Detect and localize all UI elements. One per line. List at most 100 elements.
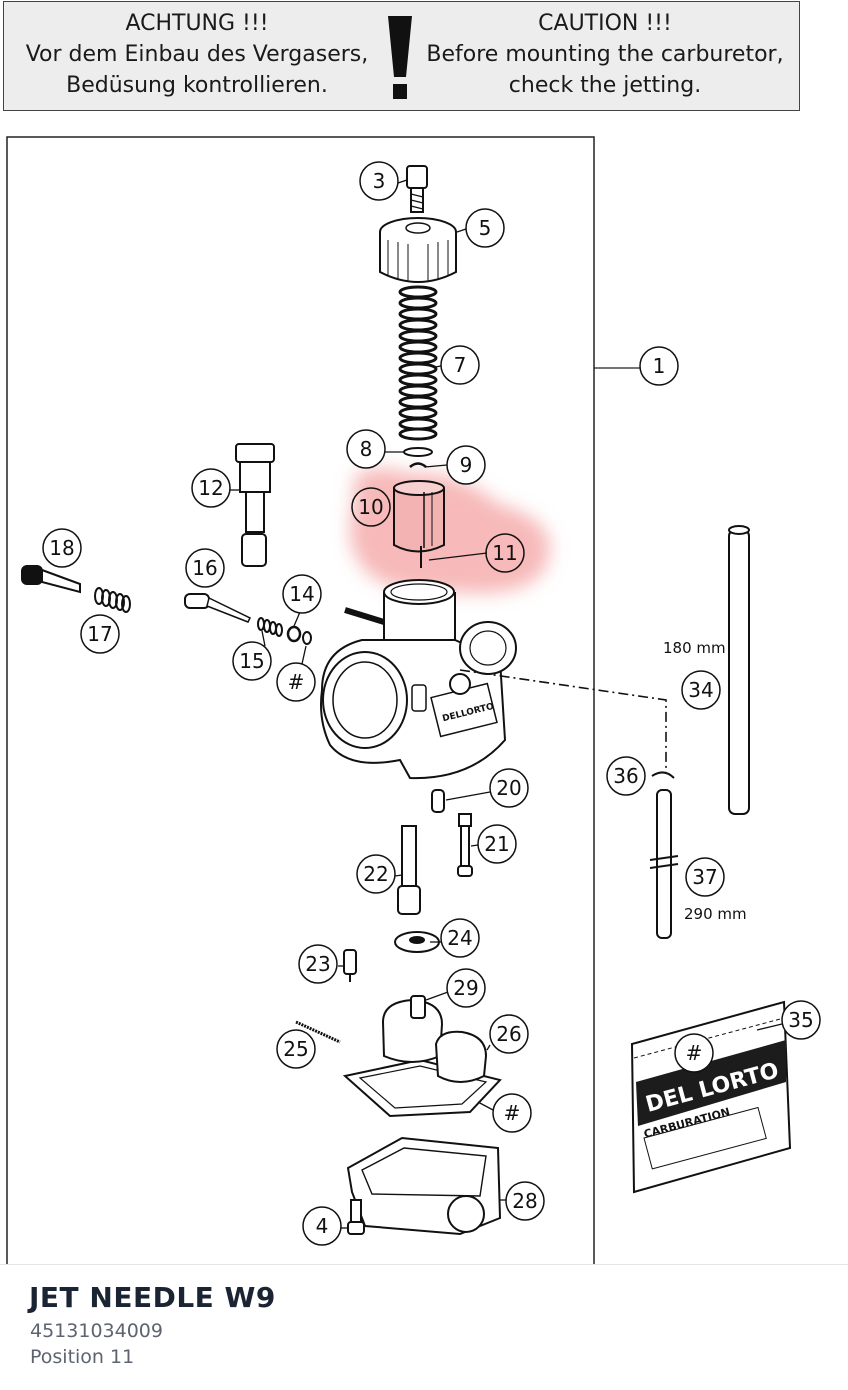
part-3-screw[interactable]: [406, 165, 428, 213]
caution-english-line-2: Before mounting the carburetor,: [426, 42, 784, 67]
caution-german-line-1: ACHTUNG !!!: [125, 11, 269, 36]
callout-29[interactable]: 29: [446, 968, 486, 1008]
callout-18[interactable]: 18: [42, 528, 82, 568]
callout-label: 25: [283, 1037, 308, 1061]
highlight-area: [349, 468, 551, 594]
part-25-float-pin[interactable]: [295, 1020, 341, 1044]
part-18-idle-screw[interactable]: [21, 565, 81, 594]
dimension-37: 290 mm: [684, 905, 747, 923]
callout-label: 17: [87, 622, 112, 646]
callout-label: 16: [192, 556, 217, 580]
caution-english-line-1: CAUTION !!!: [538, 11, 672, 36]
callout-25[interactable]: 25: [276, 1029, 316, 1069]
callout-36[interactable]: 36: [606, 756, 646, 796]
part-29-fitting[interactable]: [410, 995, 426, 1019]
part-14-washer[interactable]: [286, 625, 302, 643]
part-title: JET NEEDLE W9: [29, 1281, 276, 1314]
callout-12[interactable]: 12: [191, 468, 231, 508]
callout-3[interactable]: 3: [359, 161, 399, 201]
part-7-spring[interactable]: [398, 285, 438, 441]
callout-11[interactable]: 11: [485, 533, 525, 573]
callout-label: 36: [613, 764, 638, 788]
callout-label: 34: [688, 678, 713, 702]
part-20-jet[interactable]: [431, 789, 445, 813]
callout-label: 8: [360, 437, 373, 461]
caution-english: CAUTION !!! Before mounting the carburet…: [416, 8, 794, 101]
part-34-vent-tube[interactable]: [728, 525, 750, 815]
part-hash-o-ring[interactable]: [302, 631, 312, 645]
callout-label: 18: [49, 536, 74, 560]
callout-label: 14: [289, 582, 314, 606]
callout-label: 12: [198, 476, 223, 500]
callout-34[interactable]: 34: [681, 670, 721, 710]
caution-german-line-3: Bedüsung kontrollieren.: [66, 73, 328, 98]
part-35-jet-packet[interactable]: DEL LORTO CARBURATION: [630, 1000, 792, 1194]
callout-label: 3: [373, 169, 386, 193]
callout-hash-2[interactable]: #: [674, 1033, 714, 1073]
callout-10[interactable]: 10: [351, 487, 391, 527]
part-4-drain-screw[interactable]: [347, 1199, 365, 1235]
callout-label: 15: [239, 649, 264, 673]
caution-english-line-3: check the jetting.: [508, 73, 702, 98]
part-9-clip[interactable]: [409, 462, 427, 468]
callout-hash-3[interactable]: #: [492, 1093, 532, 1133]
part-position: Position 11: [30, 1346, 135, 1368]
part-23-float-needle[interactable]: [343, 949, 357, 982]
callout-24[interactable]: 24: [440, 918, 480, 958]
callout-8[interactable]: 8: [346, 429, 386, 469]
part-15-spring[interactable]: [257, 617, 283, 637]
part-12-choke[interactable]: [235, 443, 275, 567]
callout-37[interactable]: 37: [685, 857, 725, 897]
callout-35[interactable]: 35: [781, 1000, 821, 1040]
callout-label: 37: [692, 865, 717, 889]
part-17-spring[interactable]: [94, 587, 131, 613]
callout-23[interactable]: 23: [298, 944, 338, 984]
part-37-vent-tube[interactable]: [649, 789, 679, 939]
callout-9[interactable]: 9: [446, 445, 486, 485]
callout-26[interactable]: 26: [489, 1014, 529, 1054]
assembly-frame: [6, 136, 595, 1265]
callout-label: 9: [460, 453, 473, 477]
carburetor-body[interactable]: DELLORTO: [320, 579, 517, 780]
callout-label: 7: [454, 353, 467, 377]
part-36-clip[interactable]: [651, 771, 675, 779]
callout-label: 29: [453, 976, 478, 1000]
part-24-float-valve-seat[interactable]: [394, 931, 440, 953]
callout-22[interactable]: 22: [356, 854, 396, 894]
callout-label: #: [504, 1101, 521, 1125]
callout-label: 21: [484, 832, 509, 856]
callout-label: 10: [358, 495, 383, 519]
callout-21[interactable]: 21: [477, 824, 517, 864]
callout-label: 28: [512, 1189, 537, 1213]
callout-4[interactable]: 4: [302, 1206, 342, 1246]
dimension-34: 180 mm: [663, 639, 726, 657]
callout-1[interactable]: 1: [639, 346, 679, 386]
part-16-mixture-screw[interactable]: [184, 593, 252, 623]
part-10-throttle-slide[interactable]: [393, 480, 445, 553]
callout-label: #: [288, 670, 305, 694]
connector-line: [459, 669, 667, 772]
callout-14[interactable]: 14: [282, 574, 322, 614]
part-8-washer[interactable]: [403, 447, 433, 457]
callout-label: 11: [492, 541, 517, 565]
part-28-float-bowl[interactable]: [346, 1136, 502, 1236]
callout-16[interactable]: 16: [185, 548, 225, 588]
callout-hash-1[interactable]: #: [276, 662, 316, 702]
callout-17[interactable]: 17: [80, 614, 120, 654]
callout-15[interactable]: 15: [232, 641, 272, 681]
callout-28[interactable]: 28: [505, 1181, 545, 1221]
part-21-emulsion-tube[interactable]: [457, 813, 473, 877]
callout-7[interactable]: 7: [440, 345, 480, 385]
callout-label: 5: [479, 216, 492, 240]
callout-20[interactable]: 20: [489, 768, 529, 808]
callout-label: 4: [316, 1214, 329, 1238]
part-5-cap[interactable]: [379, 217, 457, 283]
caution-german-line-2: Vor dem Einbau des Vergasers,: [25, 42, 369, 67]
part-22-atomizer[interactable]: [397, 825, 421, 915]
callout-label: 26: [496, 1022, 521, 1046]
exclamation-icon: [388, 16, 412, 99]
caution-box: ACHTUNG !!! Vor dem Einbau des Vergasers…: [3, 1, 800, 111]
part-26-float[interactable]: [342, 998, 502, 1118]
callout-5[interactable]: 5: [465, 208, 505, 248]
callout-label: 24: [447, 926, 472, 950]
